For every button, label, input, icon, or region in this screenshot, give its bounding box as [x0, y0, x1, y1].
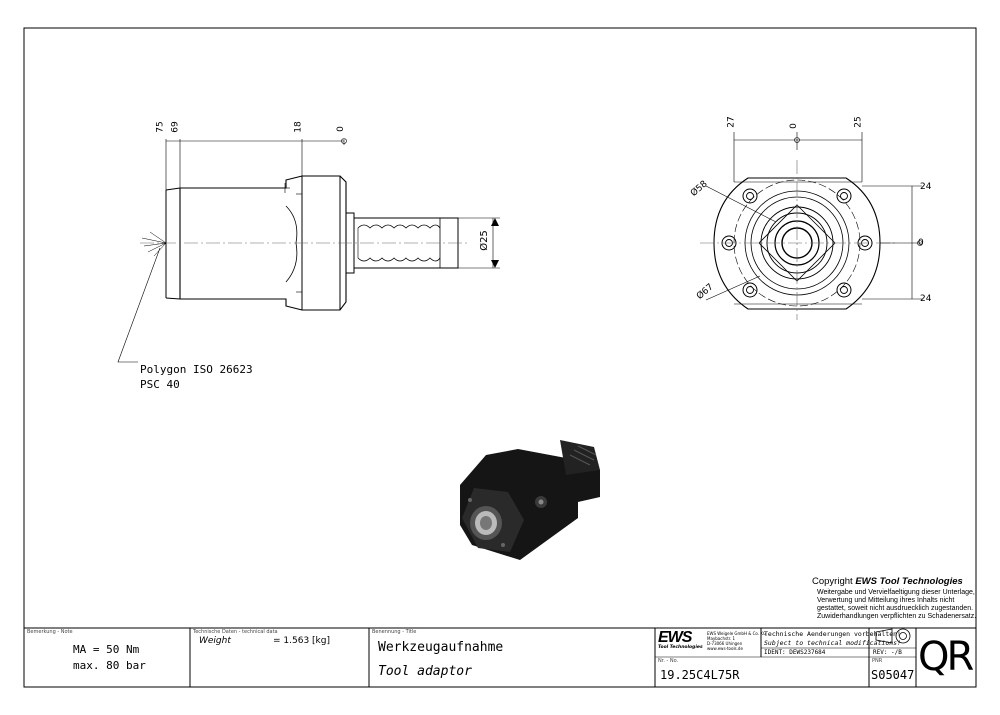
- ident: IDENT: DEWS237684: [764, 649, 826, 656]
- note-header: Bemerkung - Note: [27, 629, 73, 635]
- callout-psc: PSC 40: [140, 378, 180, 391]
- copyright-line: gestattet, soweit nicht ausdruecklich zu…: [817, 605, 974, 612]
- techdata-header: Technische Daten - technical data: [193, 629, 278, 635]
- tech-change-de: Technische Aenderungen vorbehalten!: [764, 630, 901, 638]
- copyright-line: Verwertung und Mitteilung ihres Inhalts …: [817, 597, 955, 604]
- dim-0-side: 0: [335, 126, 346, 132]
- pnr-label: PNR: [872, 658, 883, 664]
- ews-logo-text: EWS: [658, 629, 692, 646]
- dim-24-top: 24: [920, 182, 932, 192]
- dim-27: 27: [726, 116, 737, 128]
- company-address-line: D-73066 Uhingen: [707, 641, 743, 646]
- dim-0-front: 0: [788, 123, 799, 129]
- nr-label: Nr. - No.: [658, 658, 679, 664]
- projection-symbol-icon: [875, 628, 911, 644]
- company-address-line: www.ews-tools.de: [707, 646, 743, 651]
- dim-75: 75: [155, 121, 166, 133]
- weight-value: = 1.563 [kg]: [273, 636, 330, 646]
- ews-logo-sub: Tool Technologies: [658, 645, 703, 650]
- dim-dia25: Ø25: [478, 230, 490, 251]
- qr-label: QR: [918, 634, 974, 680]
- revision: REV: -/B: [873, 649, 902, 656]
- tech-change-en: Subject to technical modifications!: [764, 639, 901, 647]
- callout-polygon: Polygon ISO 26623: [140, 363, 253, 376]
- dim-24-bottom: 24: [920, 294, 932, 304]
- weight-label: Weight: [199, 636, 231, 646]
- isometric-render: [460, 440, 600, 560]
- copyright-line: Weitergabe und Vervielfaeltigung dieser …: [817, 589, 975, 596]
- front-view: [700, 132, 923, 320]
- dim-18: 18: [293, 121, 304, 133]
- part-number: 19.25C4L75R: [660, 668, 740, 682]
- sheet-border: [23, 27, 977, 688]
- note-torque: MA = 50 Nm: [73, 643, 140, 656]
- copyright-heading: Copyright EWS Tool Technologies: [812, 576, 963, 587]
- title-german: Werkzeugaufnahme: [378, 640, 504, 655]
- dim-25-front: 25: [853, 116, 864, 128]
- title-english: Tool adaptor: [378, 664, 472, 679]
- company-address-line: Maybachstr. 1: [707, 636, 736, 641]
- title-block-grid: [24, 627, 976, 687]
- dim-0-right: 0: [918, 238, 924, 248]
- copyright-brand: EWS Tool Technologies: [855, 576, 963, 587]
- pnr-number: S05047: [871, 668, 915, 682]
- side-view: [117, 138, 500, 363]
- dim-69: 69: [170, 121, 181, 133]
- copyright-line: Zuwiderhandlungen verpflichten zu Schade…: [817, 613, 977, 620]
- note-pressure: max. 80 bar: [73, 659, 146, 672]
- ews-logo: EWS Tool Technologies: [658, 629, 704, 651]
- render-shank-grooves: [569, 445, 597, 466]
- company-address-line: EWS Weigele GmbH & Co. KG: [707, 631, 767, 636]
- copyright-prefix: Copyright: [812, 576, 856, 587]
- title-header: Benennung - Title: [372, 629, 417, 635]
